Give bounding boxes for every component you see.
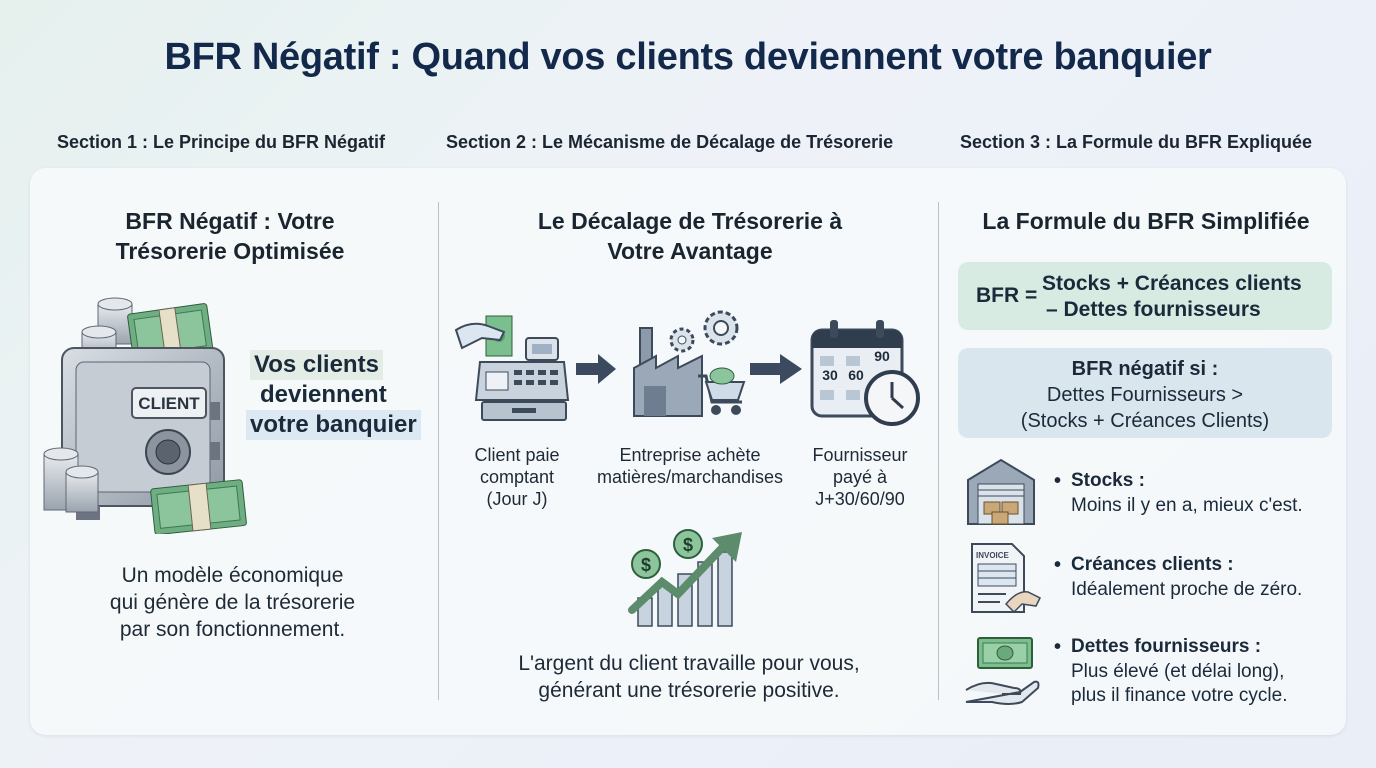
item-text: plus il finance votre cycle. bbox=[1071, 685, 1288, 706]
page-title: BFR Négatif : Quand vos clients devienne… bbox=[164, 36, 1212, 78]
item-title: Dettes fournisseurs : bbox=[1071, 636, 1262, 657]
formula-rhs: Stocks + Créances clients – Dettes fourn… bbox=[1042, 271, 1312, 323]
col2-title-line: Le Décalage de Trésorerie à bbox=[537, 208, 843, 234]
coin-stack-icon bbox=[43, 447, 99, 513]
highlight-line: votre banquier bbox=[246, 410, 421, 440]
growth-chart-icon: $ $ bbox=[628, 529, 742, 627]
item-text: Idéalement proche de zéro. bbox=[1071, 579, 1303, 600]
arrow-right-icon bbox=[750, 354, 802, 384]
step-line: Fournisseur bbox=[812, 445, 908, 465]
highlight-line: Vos clients bbox=[250, 350, 383, 380]
step-line: Entreprise achète bbox=[619, 445, 761, 465]
conclusion-line: générant une trésorerie positive. bbox=[538, 679, 840, 702]
item-text: Moins il y en a, mieux c'est. bbox=[1071, 495, 1303, 516]
cash-hand-icon bbox=[965, 637, 1040, 705]
payables-item: Dettes fournisseurs : Plus élevé (et dél… bbox=[1071, 636, 1341, 708]
bullet-dot: • bbox=[1054, 636, 1062, 658]
calendar-clock-icon: 90 30 60 bbox=[810, 320, 920, 426]
section-2-heading: Section 2 : Le Mécanisme de Décalage de … bbox=[446, 132, 894, 152]
step-line: J+30/60/90 bbox=[815, 489, 905, 509]
svg-text:CLIENT: CLIENT bbox=[138, 394, 200, 413]
section-3-heading: Section 3 : La Formule du BFR Expliquée bbox=[960, 132, 1313, 152]
step-label: Entreprise achète matières/marchandises bbox=[580, 444, 800, 488]
item-text: Plus élevé (et délai long), bbox=[1071, 661, 1285, 682]
svg-text:30: 30 bbox=[822, 367, 838, 383]
desc-line: qui génère de la trésorerie bbox=[109, 591, 356, 614]
svg-text:60: 60 bbox=[848, 367, 864, 383]
step-line: Client paie bbox=[474, 445, 560, 465]
arrow-right-icon bbox=[576, 354, 616, 384]
step-label: Fournisseur payé à J+30/60/90 bbox=[800, 444, 920, 510]
highlight-callout: Vos clients deviennent votre banquier bbox=[246, 350, 426, 440]
svg-text:$: $ bbox=[641, 555, 651, 575]
condition-box: BFR négatif si : Dettes Fournisseurs > (… bbox=[958, 348, 1332, 438]
desc-line: Un modèle économique bbox=[121, 564, 344, 587]
col1-title: BFR Négatif : Votre Trésorerie Optimisée bbox=[60, 206, 400, 266]
item-title: Créances clients : bbox=[1071, 554, 1234, 575]
col1-title-line: BFR Négatif : Votre bbox=[125, 208, 335, 234]
receivables-item: Créances clients : Idéalement proche de … bbox=[1071, 554, 1341, 602]
cash-bundle-icon bbox=[150, 479, 247, 534]
condition-title: BFR négatif si : bbox=[1071, 358, 1219, 380]
cash-register-icon bbox=[454, 315, 570, 421]
bullet-dot: • bbox=[1054, 470, 1062, 492]
highlight-line: deviennent bbox=[260, 381, 387, 408]
warehouse-icon bbox=[967, 458, 1035, 525]
step-line: payé à bbox=[832, 467, 888, 487]
formula-line: Stocks + Créances clients bbox=[1042, 272, 1302, 295]
bullet-dot: • bbox=[1054, 554, 1062, 576]
safe-with-money-icon: CLIENT bbox=[43, 297, 247, 534]
formula-box: BFR = Stocks + Créances clients – Dettes… bbox=[958, 262, 1332, 330]
column-divider bbox=[938, 202, 939, 700]
col3-title: La Formule du BFR Simplifiée bbox=[982, 208, 1310, 234]
desc-line: par son fonctionnement. bbox=[119, 618, 346, 641]
column-divider bbox=[438, 202, 439, 700]
stocks-item: Stocks : Moins il y en a, mieux c'est. bbox=[1071, 470, 1341, 518]
conclusion-line: L'argent du client travaille pour vous, bbox=[518, 652, 860, 675]
col1-description: Un modèle économique qui génère de la tr… bbox=[60, 562, 405, 643]
invoice-icon: INVOICE bbox=[971, 543, 1042, 614]
svg-text:90: 90 bbox=[874, 348, 890, 364]
col2-title: Le Décalage de Trésorerie à Votre Avanta… bbox=[480, 206, 900, 266]
step-line: (Jour J) bbox=[486, 489, 548, 509]
factory-cart-icon bbox=[633, 310, 746, 417]
step-line: matières/marchandises bbox=[596, 467, 784, 487]
formula-lhs: BFR = bbox=[976, 284, 1038, 307]
step-label: Client paie comptant (Jour J) bbox=[452, 444, 582, 510]
condition-line: (Stocks + Créances Clients) bbox=[1020, 410, 1270, 432]
step-line: comptant bbox=[479, 467, 555, 487]
item-title: Stocks : bbox=[1071, 470, 1145, 491]
col2-conclusion: L'argent du client travaille pour vous, … bbox=[470, 650, 908, 704]
col2-title-line: Votre Avantage bbox=[607, 238, 773, 264]
section-1-heading: Section 1 : Le Principe du BFR Négatif bbox=[57, 132, 386, 152]
svg-text:INVOICE: INVOICE bbox=[976, 551, 1010, 560]
condition-line: Dettes Fournisseurs > bbox=[1046, 384, 1244, 406]
svg-text:$: $ bbox=[683, 535, 693, 555]
col1-title-line: Trésorerie Optimisée bbox=[115, 238, 345, 264]
formula-line: – Dettes fournisseurs bbox=[1046, 298, 1261, 321]
